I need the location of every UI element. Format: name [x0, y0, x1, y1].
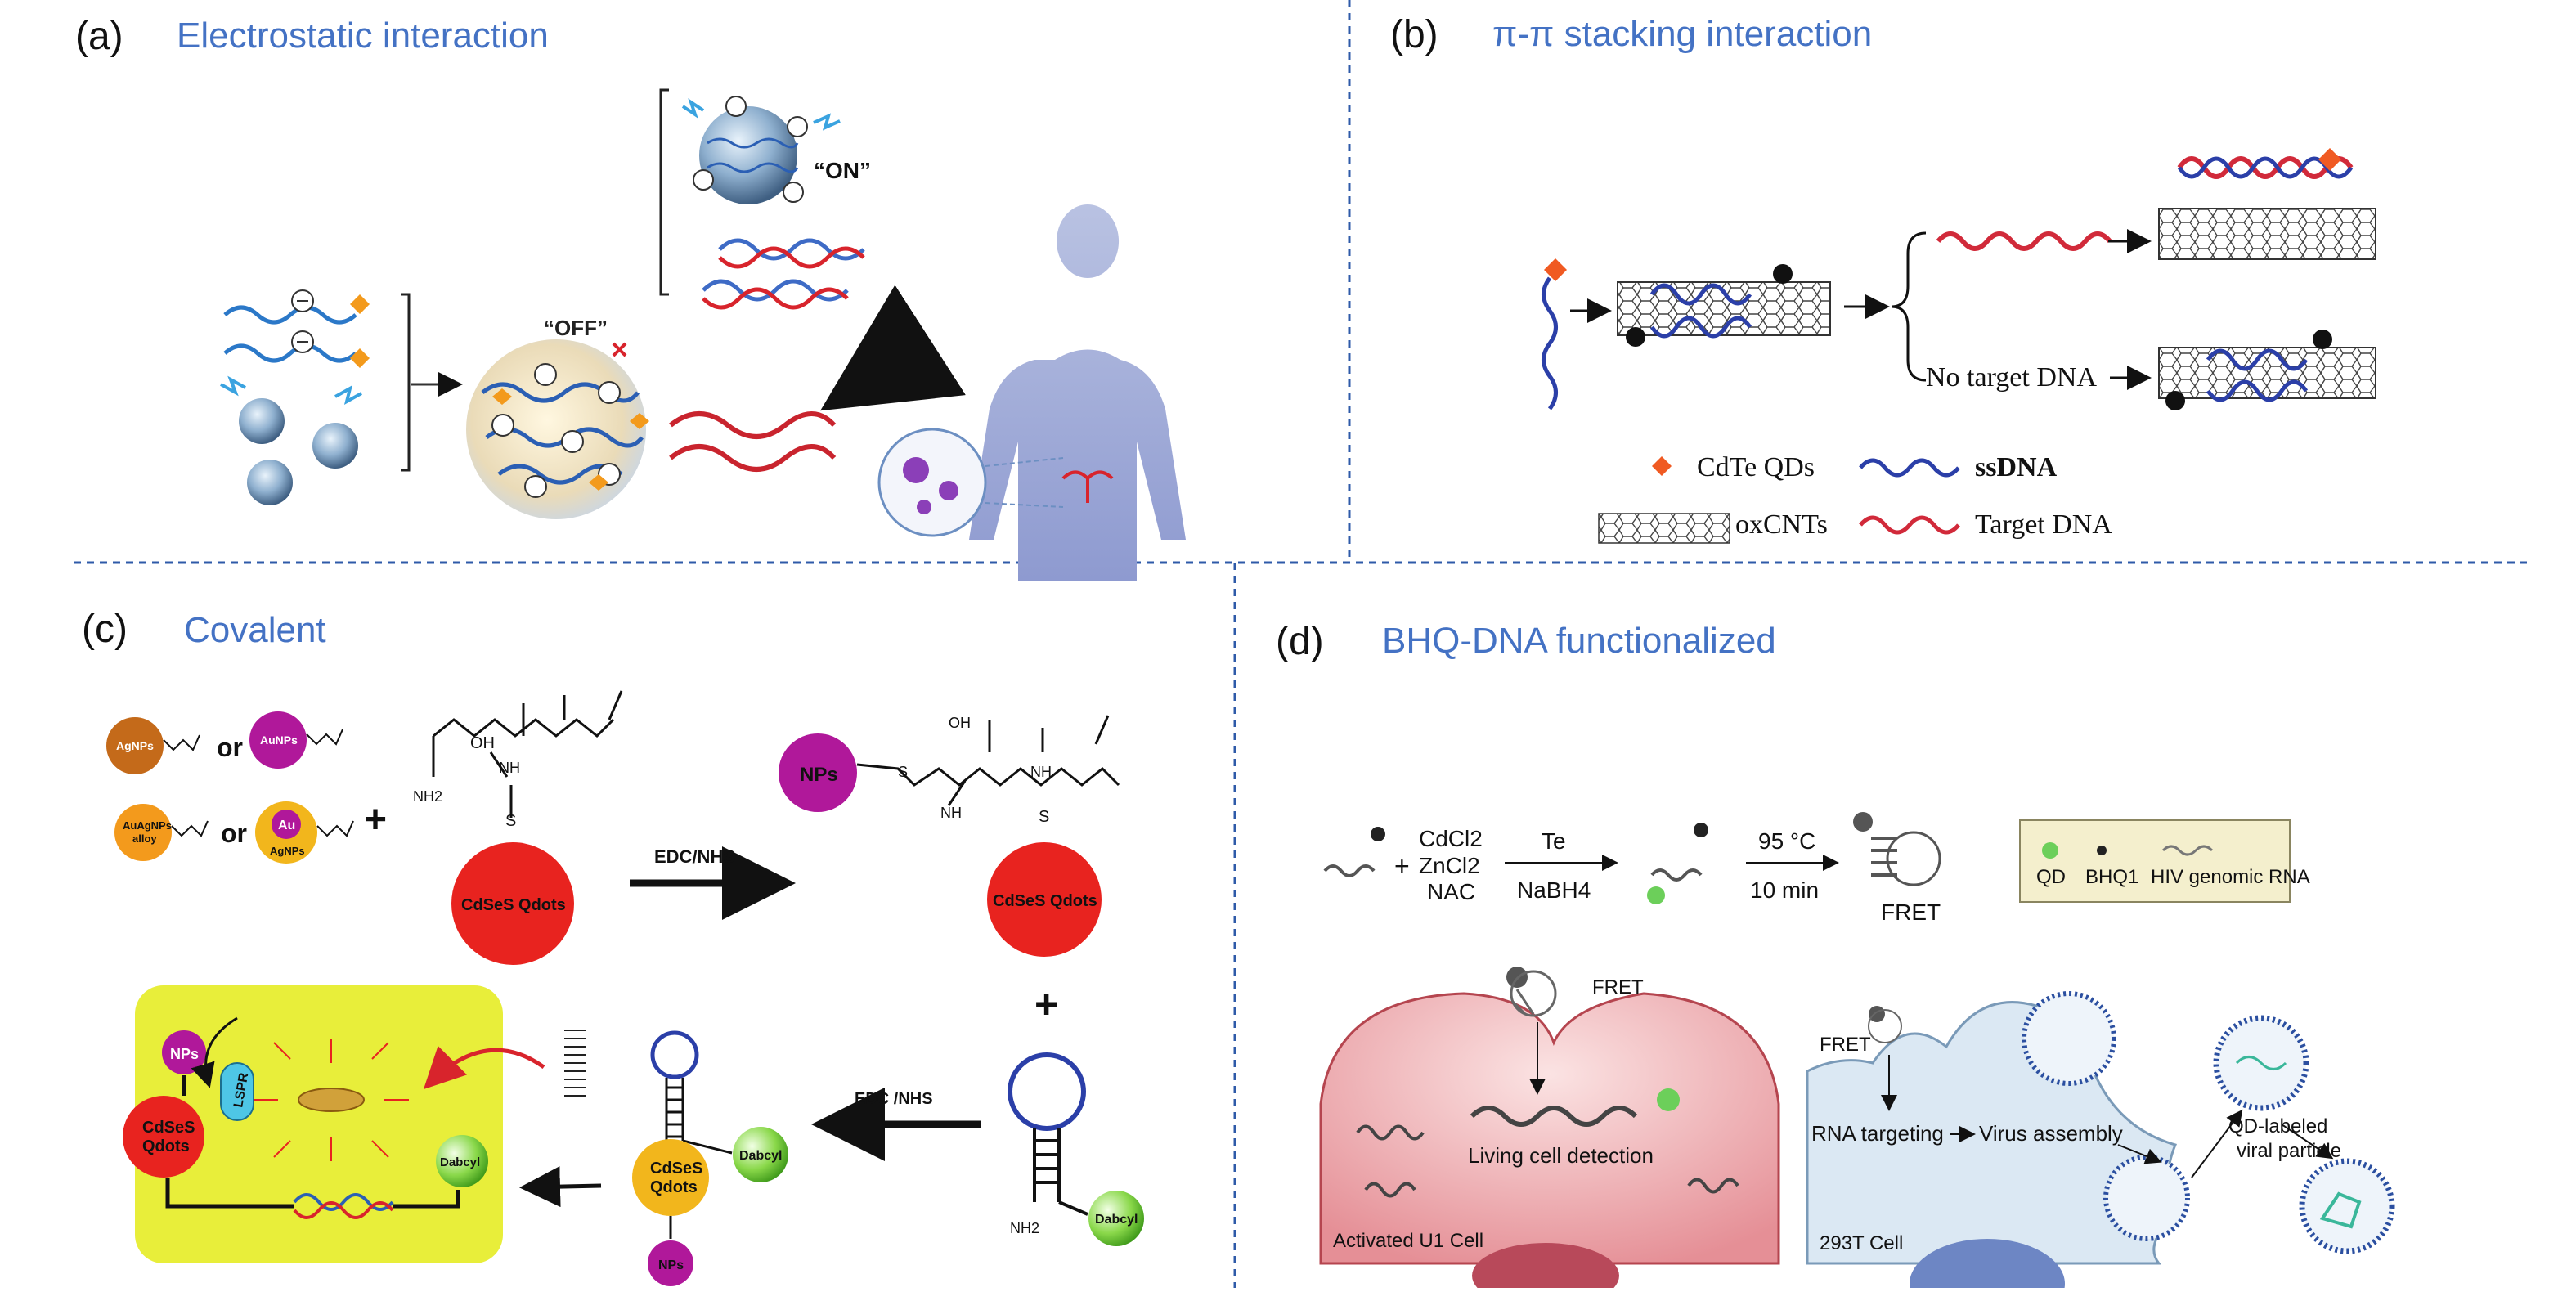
cnt-released — [2158, 148, 2376, 260]
cdses-line1-2: CdSeS — [650, 1160, 702, 1178]
u1-cell: FRET Living cell detection Activated U1 … — [1319, 967, 1780, 1292]
temp-label: 95 °C — [1758, 828, 1815, 854]
panel-d-legend: QD BHQ1 HIV genomic RNA — [2019, 819, 2310, 903]
legend-bhq1: BHQ1 — [2085, 866, 2138, 888]
panel-a-sample — [669, 204, 1186, 581]
oh-label-1: OH — [470, 734, 495, 752]
panel-b-letter: (b) — [1390, 13, 1438, 56]
panel-d-title: BHQ-DNA functionalized — [1382, 621, 1776, 661]
edc-nhs-label-1: EDC/NHS — [654, 846, 735, 867]
no-target-label: No target DNA — [1926, 362, 2097, 393]
viral-particles: QD-labeled viral particle — [2191, 1015, 2395, 1254]
nh2-label-1: NH2 — [413, 788, 442, 805]
probe-conjugate: CdSeS Qdots Dabcyl NPs — [632, 1030, 788, 1286]
hairpin-probe: NH2 Dabcyl — [1008, 1052, 1144, 1246]
qdot-reactant: OH NH2 NH S CdSeS Qdots — [413, 690, 623, 965]
agnps-core-label: AgNPs — [270, 845, 305, 857]
fret-label-1: FRET — [1881, 899, 1941, 925]
reagent-cdcl2: CdCl2 — [1419, 826, 1483, 851]
fret-label-3: FRET — [1820, 1034, 1871, 1056]
off-label: “OFF” — [544, 316, 608, 340]
panel-c-letter: (c) — [82, 608, 128, 651]
panel-a-letter: (a) — [75, 15, 123, 58]
oh-label-2: OH — [949, 715, 971, 731]
panel-a: (a) Electrostatic interaction — [75, 15, 1186, 581]
np-reagents: AgNPs or AuNPs AuAgNPs alloy or Au AgNPs… — [106, 711, 387, 864]
auagnps-label: AuAgNPs — [123, 819, 172, 832]
te-label: Te — [1542, 828, 1566, 854]
legend-ssdna: ssDNA — [1975, 452, 2058, 482]
cdses-label-2: CdSeS Qdots — [993, 892, 1097, 910]
edc-nhs-label-2: EDC /NHS — [855, 1090, 933, 1108]
plus-c-2: + — [1034, 981, 1058, 1027]
dabcyl-label-1: Dabcyl — [440, 1155, 480, 1169]
cdses-label-1: CdSeS Qdots — [461, 896, 566, 914]
panel-c: (c) Covalent AgNPs or AuNPs AuAgNPs allo… — [82, 608, 1144, 1286]
fret-label-2: FRET — [1592, 976, 1644, 998]
panel-c-title: Covalent — [184, 610, 326, 650]
legend-hiv-rna: HIV genomic RNA — [2151, 866, 2310, 888]
nh-label-1: NH — [499, 760, 520, 776]
nh-label-3: NH — [1030, 764, 1052, 780]
panel-a-off-complex: “OFF” — [466, 316, 649, 519]
panel-a-reagents — [220, 289, 411, 505]
qd-labeled-label-1: QD-labeled — [2228, 1115, 2327, 1137]
qd-labeled-label-2: viral particle — [2237, 1140, 2341, 1162]
cdses-line2-1: Qdots — [142, 1137, 190, 1155]
legend-cdte: CdTe QDs — [1697, 452, 1815, 482]
panel-d: (d) BHQ-DNA functionalized + CdCl2 ZnCl2… — [1276, 620, 2395, 1292]
rna-targeting-label: RNA targeting — [1811, 1121, 1944, 1146]
panel-b-title: π-π stacking interaction — [1492, 14, 1872, 54]
cell-293t-label: 293T Cell — [1820, 1232, 1903, 1254]
panel-b: (b) π-π stacking interaction No target D… — [1390, 13, 2376, 544]
synthesis-scheme: + CdCl2 ZnCl2 NAC Te NaBH4 95 °C 10 min … — [1323, 812, 1941, 925]
panel-a-on-state: “ON” — [659, 88, 871, 310]
dabcyl-label-3: Dabcyl — [1095, 1213, 1138, 1227]
cdses-line2-2: Qdots — [650, 1178, 698, 1196]
probe-ssdna — [1542, 258, 1567, 410]
detection-box: NPs LSPR CdSeS Qdots Dabcyl — [123, 985, 587, 1263]
panel-b-legend: CdTe QDs ssDNA oxCNTs Target DNA — [1598, 452, 2112, 544]
on-label: “ON” — [814, 158, 871, 183]
au-label: Au — [278, 819, 295, 832]
s-label-1: S — [505, 812, 516, 830]
legend-oxcnts: oxCNTs — [1735, 509, 1828, 540]
aunps-label: AuNPs — [260, 733, 298, 747]
nps-label-3: NPs — [658, 1258, 684, 1272]
cdses-line1-1: CdSeS — [142, 1119, 195, 1137]
reagent-nac: NAC — [1427, 879, 1475, 904]
plus-d: + — [1394, 851, 1410, 881]
legend-target: Target DNA — [1975, 509, 2112, 540]
reagent-zncl2: ZnCl2 — [1419, 853, 1480, 878]
or-1: or — [217, 733, 243, 762]
cell-293t: FRET RNA targeting Virus assembly 293T C… — [1806, 991, 2190, 1292]
nps-label-1: NPs — [800, 764, 838, 786]
living-detection-label: Living cell detection — [1468, 1143, 1654, 1168]
cell-u1-label: Activated U1 Cell — [1333, 1230, 1483, 1252]
nh2-label-2: NH2 — [1010, 1220, 1039, 1236]
dabcyl-label-2: Dabcyl — [739, 1149, 782, 1163]
legend-qd: QD — [2036, 866, 2066, 888]
nps-label-2: NPs — [170, 1046, 199, 1062]
nh-label-2: NH — [940, 805, 962, 821]
time-label: 10 min — [1750, 877, 1819, 903]
human-silhouette — [969, 204, 1186, 581]
plus-c-1: + — [364, 798, 387, 841]
panel-a-title: Electrostatic interaction — [177, 16, 549, 56]
virus-assembly-label: Virus assembly — [1979, 1121, 2123, 1146]
or-2: or — [221, 819, 247, 848]
cnt-quenched — [2158, 330, 2376, 410]
nabh4-label: NaBH4 — [1517, 877, 1591, 903]
s-label-3: S — [1039, 808, 1049, 826]
qdot-product: NPs S NH NH OH S CdSeS Qdots — [779, 715, 1120, 957]
agnps-label: AgNPs — [116, 739, 154, 752]
cnt-with-probe — [1617, 264, 1831, 347]
alloy-label: alloy — [132, 832, 157, 845]
panel-d-letter: (d) — [1276, 620, 1324, 663]
